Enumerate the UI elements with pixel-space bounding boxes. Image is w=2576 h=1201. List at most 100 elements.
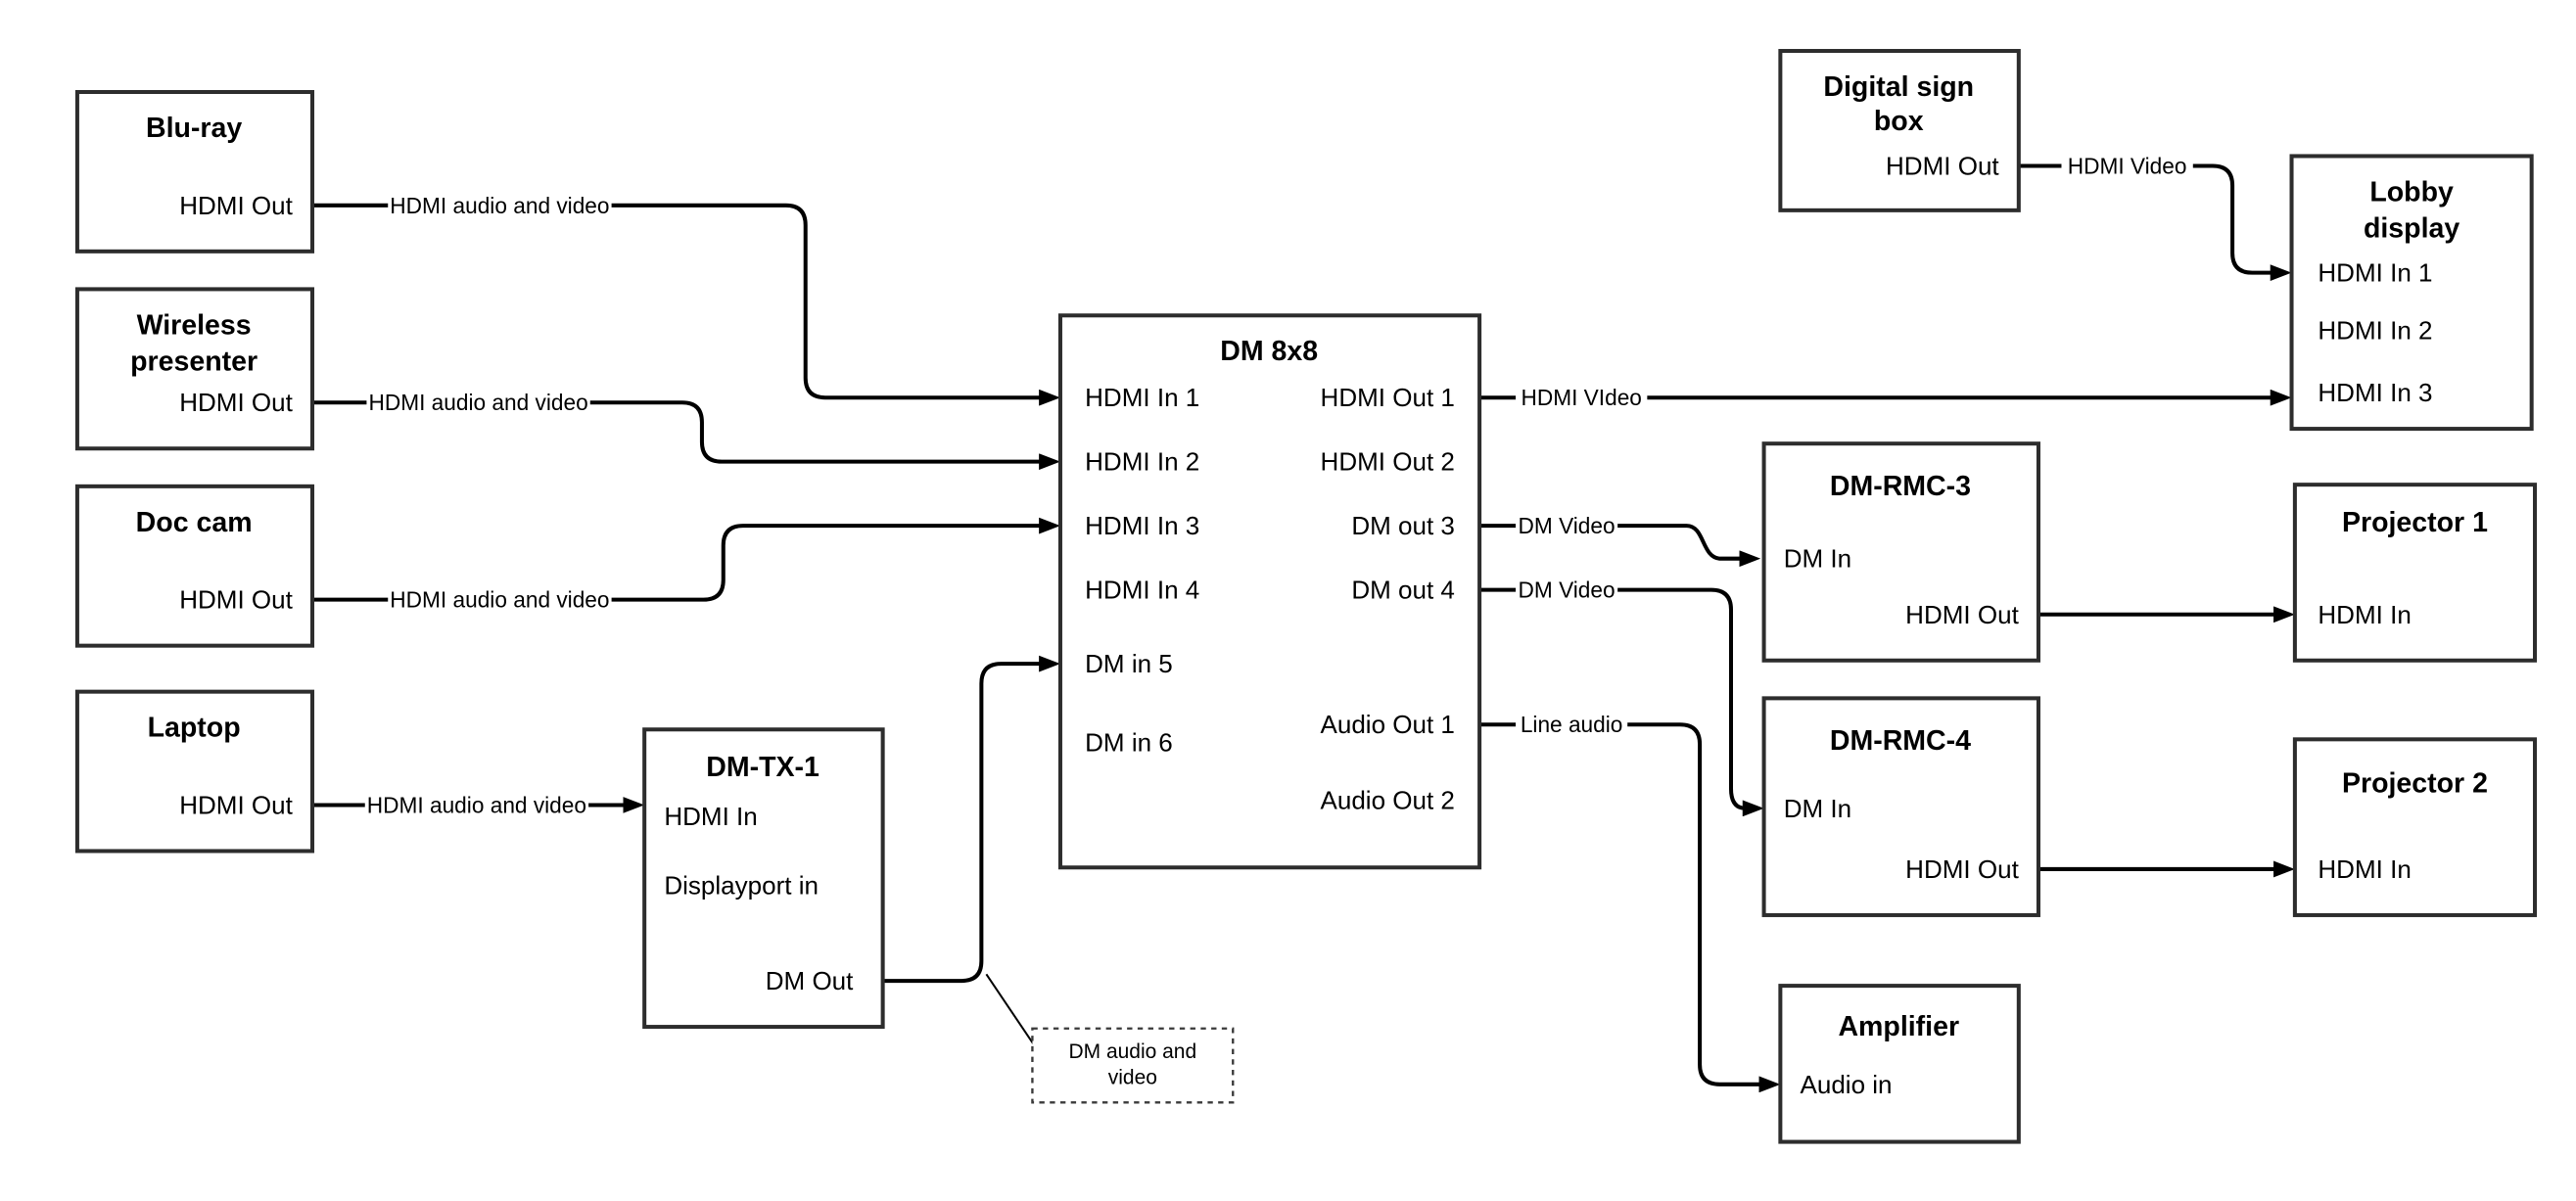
- device-projector-1: Projector 1 HDMI In: [2292, 483, 2538, 663]
- device-box: [74, 89, 315, 254]
- device-projector-2: Projector 2 HDMI In: [2292, 737, 2538, 917]
- device-box: [74, 484, 315, 648]
- port-hdmi-in: HDMI In: [664, 802, 757, 831]
- connection-label-wireless: HDMI audio and video: [368, 390, 587, 415]
- connection-label-audio-out1: Line audio: [1521, 712, 1623, 737]
- device-box: [1778, 49, 2021, 212]
- connector-bluray-to-dm8x8-in1: [312, 203, 1060, 406]
- device-dm-8x8: DM 8x8 HDMI In 1 HDMI In 2 HDMI In 3 HDM…: [1057, 313, 1482, 870]
- device-dm-rmc-3: DM-RMC-3 DM In HDMI Out: [1761, 441, 2040, 663]
- device-title-line2: box: [1874, 106, 1924, 137]
- label-bg: [1516, 511, 1618, 541]
- connection-label-laptop: HDMI audio and video: [367, 792, 586, 817]
- device-box: [1778, 984, 2021, 1144]
- port-hdmi-out-2: HDMI Out 2: [1321, 447, 1455, 477]
- label-bg: [364, 790, 589, 820]
- device-amplifier: Amplifier Audio in: [1778, 984, 2021, 1144]
- port-hdmi-in: HDMI In: [2318, 855, 2411, 884]
- connection-label-bluray: HDMI audio and video: [390, 193, 609, 218]
- device-title: DM-RMC-4: [1830, 725, 1971, 757]
- connector-dmtx1-to-dm8x8-in5: [882, 655, 1060, 984]
- device-box: [1761, 696, 2040, 917]
- port-dm-in-5: DM in 5: [1085, 649, 1173, 678]
- device-doc-cam: Doc cam HDMI Out: [74, 484, 315, 648]
- device-title: DM-TX-1: [706, 752, 820, 783]
- label-bg: [1516, 575, 1618, 605]
- device-dm-tx-1: DM-TX-1 HDMI In Displayport in DM Out: [642, 727, 885, 1030]
- connector-dm8x8-audio1-to-amplifier: [1479, 722, 1781, 1093]
- device-lobby-display: Lobby display HDMI In 1 HDMI In 2 HDMI I…: [2289, 154, 2534, 432]
- port-audio-out-1: Audio Out 1: [1320, 710, 1454, 739]
- device-digital-sign-box: Digital sign box HDMI Out: [1778, 49, 2021, 212]
- connector-sign-to-lobby-in1: [2018, 163, 2292, 282]
- device-box: [2289, 154, 2534, 432]
- device-title: Laptop: [148, 713, 241, 744]
- annotation-box: [1031, 1027, 1235, 1104]
- device-title: Projector 2: [2342, 768, 2488, 800]
- port-dm-out-4: DM out 4: [1351, 576, 1455, 605]
- port-hdmi-in-1: HDMI In 1: [1085, 383, 1199, 412]
- port-dm-in: DM In: [1784, 544, 1851, 574]
- port-hdmi-out: HDMI Out: [179, 790, 293, 819]
- port-dm-out-3: DM out 3: [1351, 511, 1455, 540]
- connection-label-doccam: HDMI audio and video: [390, 587, 609, 613]
- device-box: [74, 689, 315, 854]
- port-dm-in: DM In: [1784, 794, 1851, 823]
- port-hdmi-out: HDMI Out: [1886, 152, 1999, 181]
- port-displayport-in: Displayport in: [664, 871, 819, 901]
- device-box: [2292, 737, 2538, 917]
- annotation-line1: DM audio and: [1069, 1040, 1197, 1063]
- port-dm-out: DM Out: [766, 966, 854, 995]
- connector-doccam-to-dm8x8-in3: [312, 517, 1060, 602]
- connection-label-dm-out4: DM Video: [1519, 577, 1616, 603]
- annotation-dm-audio-video: DM audio and video: [1031, 1027, 1235, 1104]
- label-bg: [388, 584, 612, 615]
- device-title: DM 8x8: [1220, 336, 1318, 367]
- device-box: [1057, 313, 1482, 870]
- device-laptop: Laptop HDMI Out: [74, 689, 315, 854]
- device-box: [74, 287, 315, 451]
- device-title: Blu-ray: [146, 113, 242, 144]
- port-hdmi-in-1: HDMI In 1: [2318, 258, 2432, 288]
- device-title: DM-RMC-3: [1830, 471, 1971, 502]
- device-title-line1: Digital sign: [1823, 71, 1974, 103]
- port-hdmi-in-3: HDMI In 3: [1085, 511, 1199, 540]
- port-hdmi-in-4: HDMI In 4: [1085, 576, 1199, 605]
- device-title: Projector 1: [2342, 507, 2488, 538]
- label-bg: [2061, 151, 2193, 181]
- connector-dm8x8-out3-to-rmc3: [1479, 524, 1761, 568]
- port-hdmi-in-2: HDMI In 2: [1085, 447, 1199, 477]
- device-dm-rmc-4: DM-RMC-4 DM In HDMI Out: [1761, 696, 2040, 917]
- port-hdmi-out: HDMI Out: [179, 388, 293, 417]
- device-box: [1761, 441, 2040, 663]
- connection-label-digital-sign: HDMI Video: [2068, 154, 2187, 179]
- port-hdmi-out: HDMI Out: [179, 191, 293, 220]
- label-bg: [366, 388, 590, 418]
- port-audio-out-2: Audio Out 2: [1320, 785, 1454, 814]
- connection-label-hdmi-out1: HDMI VIdeo: [1521, 385, 1641, 410]
- port-dm-in-6: DM in 6: [1085, 728, 1173, 758]
- annotation-line2: video: [1108, 1067, 1157, 1089]
- port-audio-in: Audio in: [1801, 1070, 1893, 1099]
- device-wireless-presenter: Wireless presenter HDMI Out: [74, 287, 315, 451]
- device-title: Doc cam: [136, 507, 253, 538]
- port-hdmi-in-2: HDMI In 2: [2318, 315, 2432, 345]
- label-bg: [388, 190, 612, 220]
- port-hdmi-out-1: HDMI Out 1: [1321, 383, 1455, 412]
- port-hdmi-out: HDMI Out: [1905, 855, 2019, 884]
- device-title-line1: Wireless: [137, 309, 252, 341]
- device-box: [2292, 483, 2538, 663]
- device-title: Amplifier: [1838, 1011, 1959, 1042]
- label-bg: [1516, 383, 1648, 413]
- connection-labels: HDMI audio and video HDMI audio and vide…: [364, 151, 2193, 820]
- port-hdmi-in-3: HDMI In 3: [2318, 378, 2432, 407]
- connection-label-dm-out3: DM Video: [1519, 513, 1616, 538]
- device-title-line2: display: [2364, 212, 2459, 244]
- device-box: [642, 727, 885, 1030]
- device-title-line2: presenter: [130, 346, 258, 377]
- connector-dm8x8-out4-to-rmc4: [1479, 587, 1764, 817]
- note-leader-line: [985, 973, 1035, 1046]
- port-hdmi-out: HDMI Out: [179, 585, 293, 615]
- device-bluray: Blu-ray HDMI Out: [74, 89, 315, 254]
